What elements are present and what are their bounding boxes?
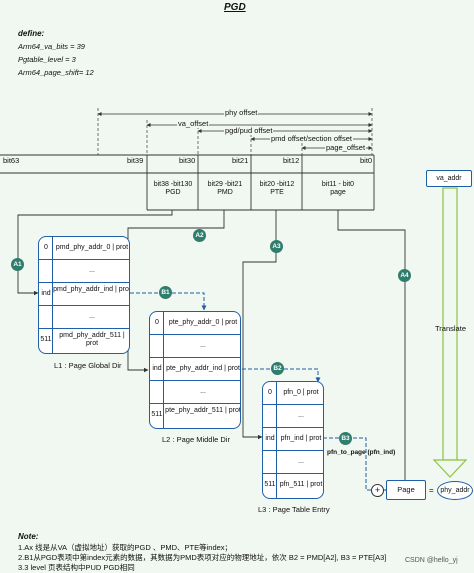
a4-path [337, 210, 406, 493]
page-box: Page [386, 480, 426, 500]
l2-idx-0: 0 [155, 319, 159, 326]
l2-row: pte_phy_addr_511 | prot [165, 407, 241, 414]
bit21-label: bit21 [232, 156, 249, 165]
l2-idx-511: 511 [151, 411, 163, 418]
phy-addr-label: phy_addr [440, 487, 470, 494]
badge-a3: A3 [270, 240, 283, 253]
phy-offset-label: phy offset [224, 108, 259, 117]
b2-path [242, 368, 321, 383]
watermark: CSDN @hello_yj [405, 557, 458, 564]
pgd-field: bit38 -bit130 PGD [148, 181, 198, 197]
l1-row: ... [89, 313, 95, 320]
translate-arrow [432, 187, 468, 478]
a2-path [127, 210, 225, 373]
l2-row: pte_phy_addr_ind | prot [166, 365, 240, 372]
va-register [0, 154, 375, 211]
l3-row: ... [298, 412, 304, 419]
l3-idx-ind: ind [265, 435, 275, 442]
l3-caption: L3 : Page Table Entry [258, 505, 330, 514]
l1-idx-ind: ind [41, 290, 51, 297]
b1-path [130, 292, 207, 311]
l1-caption: L1 : Page Global Dir [54, 361, 122, 370]
l3-row: pfn_ind | prot [280, 435, 322, 442]
pmd-field-bits: bit29 -bit21 [207, 181, 243, 188]
badge-b1: B1 [159, 286, 172, 299]
l1-row: pmd_phy_addr_ind | prot [53, 286, 130, 293]
define-line: Arm64_page_shift= 12 [18, 68, 94, 77]
page-offset-label: page_offset [325, 143, 367, 152]
va-addr-box: va_addr [426, 170, 472, 187]
page-field-bits: bit11 - bit0 [321, 181, 355, 188]
note-line: 3.3 level 页表结构中PUD PGD相同 [18, 563, 135, 572]
bit12-label: bit12 [283, 156, 300, 165]
pmd-field-name: PMD [217, 189, 233, 197]
l2-row: ... [200, 425, 206, 429]
bit30-label: bit30 [179, 156, 196, 165]
plus-label: + [374, 485, 381, 495]
pfn-to-page-label: pfn_to_page (pfn_ind) [327, 449, 396, 456]
l1-row: ... [89, 350, 95, 354]
pgd-field-name: PGD [165, 189, 181, 197]
l2-row: ... [200, 342, 206, 349]
page-title: PGD [224, 2, 246, 13]
va-addr-label: va_addr [436, 175, 462, 182]
l3-row: pfn_0 | prot [283, 389, 319, 396]
note-heading: Note: [18, 532, 39, 541]
badge-b2: B2 [271, 362, 284, 375]
plus-icon: + [371, 484, 384, 497]
pte-field: bit20 -bit12 PTE [252, 181, 302, 197]
define-line: Arm64_va_bits = 39 [18, 42, 85, 51]
page-field-name: page [330, 189, 346, 197]
pgd-offset-label: pgd/pud offset [224, 126, 274, 135]
phy-addr-ellipse: phy_addr [437, 481, 473, 500]
pmd-offset-label: pmd offset/section offset [270, 134, 354, 143]
pte-field-bits: bit20 -bit12 [259, 181, 295, 188]
pte-field-name: PTE [270, 189, 284, 197]
equals-sign: = [429, 486, 434, 495]
l3-table: 0 ind 511 pfn_0 | prot ... pfn_ind | pro… [262, 381, 324, 499]
l3-row: ... [298, 458, 304, 465]
l1-table: 0 ind 511 pmd_phy_addr_0 | prot ... pmd_… [38, 236, 130, 354]
translate-label: Translate [435, 324, 466, 333]
badge-a2: A2 [193, 229, 206, 242]
badge-b3: B3 [339, 432, 352, 445]
pmd-field: bit29 -bit21 PMD [199, 181, 251, 197]
l1-row: pmd_phy_addr_0 | prot [55, 244, 129, 251]
l3-idx-0: 0 [268, 389, 272, 396]
bit39-label: bit39 [127, 156, 144, 165]
l1-row: pmd_phy_addr_511 | prot [59, 332, 125, 348]
l2-idx-ind: ind [152, 365, 162, 372]
bit0-label: bit0 [360, 156, 373, 165]
va-offset-label: va_offset [177, 119, 210, 128]
l2-row: pte_phy_addr_0 | prot [168, 319, 238, 326]
pgd-field-bits: bit38 -bit130 [153, 181, 193, 188]
page-box-label: Page [397, 485, 415, 494]
l3-row: ... [298, 495, 304, 499]
l2-table: 0 ind 511 pte_phy_addr_0 | prot ... pte_… [149, 311, 241, 429]
badge-a4: A4 [398, 269, 411, 282]
l2-row: ... [200, 388, 206, 395]
define-line: Pgtable_level = 3 [18, 55, 76, 64]
bit63-label: bit63 [3, 156, 20, 165]
l3-row: pfn_511 | prot [279, 481, 323, 488]
l1-row: ... [89, 267, 95, 274]
page-field: bit11 - bit0 page [303, 181, 373, 197]
note-line: 2.B1从PGD表项中第index元素的数据，其数据为PMD表项对应的物理地址，… [18, 553, 387, 562]
l1-idx-0: 0 [44, 244, 48, 251]
a1-path [17, 210, 173, 296]
l2-caption: L2 : Page Middle Dir [162, 435, 230, 444]
note-line: 1.Ax 线是从VA（虚拟地址）获取的PGD 、PMD、PTE等index； [18, 543, 233, 552]
badge-a1: A1 [11, 258, 24, 271]
l3-idx-511: 511 [264, 481, 276, 488]
define-heading: define: [18, 29, 45, 38]
l1-idx-511: 511 [40, 336, 52, 343]
b3-path [323, 437, 386, 493]
